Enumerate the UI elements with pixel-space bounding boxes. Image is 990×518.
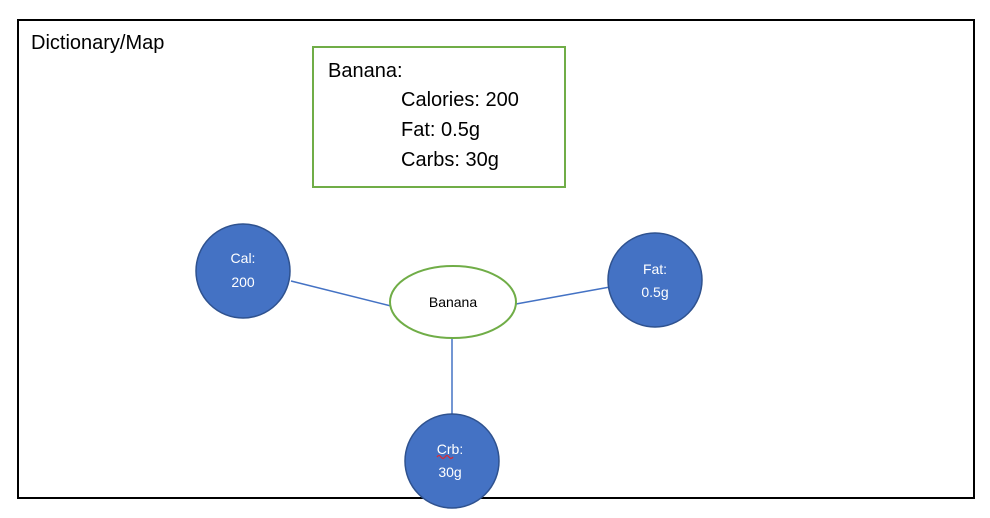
info-fat: Fat: 0.5g <box>401 119 480 141</box>
node-carb-label: Crb: <box>437 441 463 457</box>
spellcheck-squiggle <box>436 454 454 460</box>
diagram-frame <box>17 19 975 499</box>
node-carb-value: 30g <box>438 464 461 480</box>
banana-info-box: Banana: Calories: 200 Fat: 0.5g Carbs: 3… <box>312 46 566 188</box>
node-fat <box>607 232 703 328</box>
node-cal-value: 200 <box>231 274 255 290</box>
info-carbs: Carbs: 30g <box>401 149 499 171</box>
node-carb <box>404 413 500 509</box>
info-box-heading: Banana: <box>328 60 403 82</box>
node-fat-label: Fat: <box>643 261 667 277</box>
node-cal-label: Cal: <box>231 250 256 266</box>
info-calories: Calories: 200 <box>401 89 519 111</box>
node-fat-value: 0.5g <box>641 284 668 300</box>
center-node-label: Banana <box>429 294 477 310</box>
node-cal <box>195 223 291 319</box>
frame-title: Dictionary/Map <box>31 32 165 54</box>
connector-fat <box>515 286 611 305</box>
connector-cal <box>290 280 392 307</box>
center-node-banana <box>389 265 517 339</box>
